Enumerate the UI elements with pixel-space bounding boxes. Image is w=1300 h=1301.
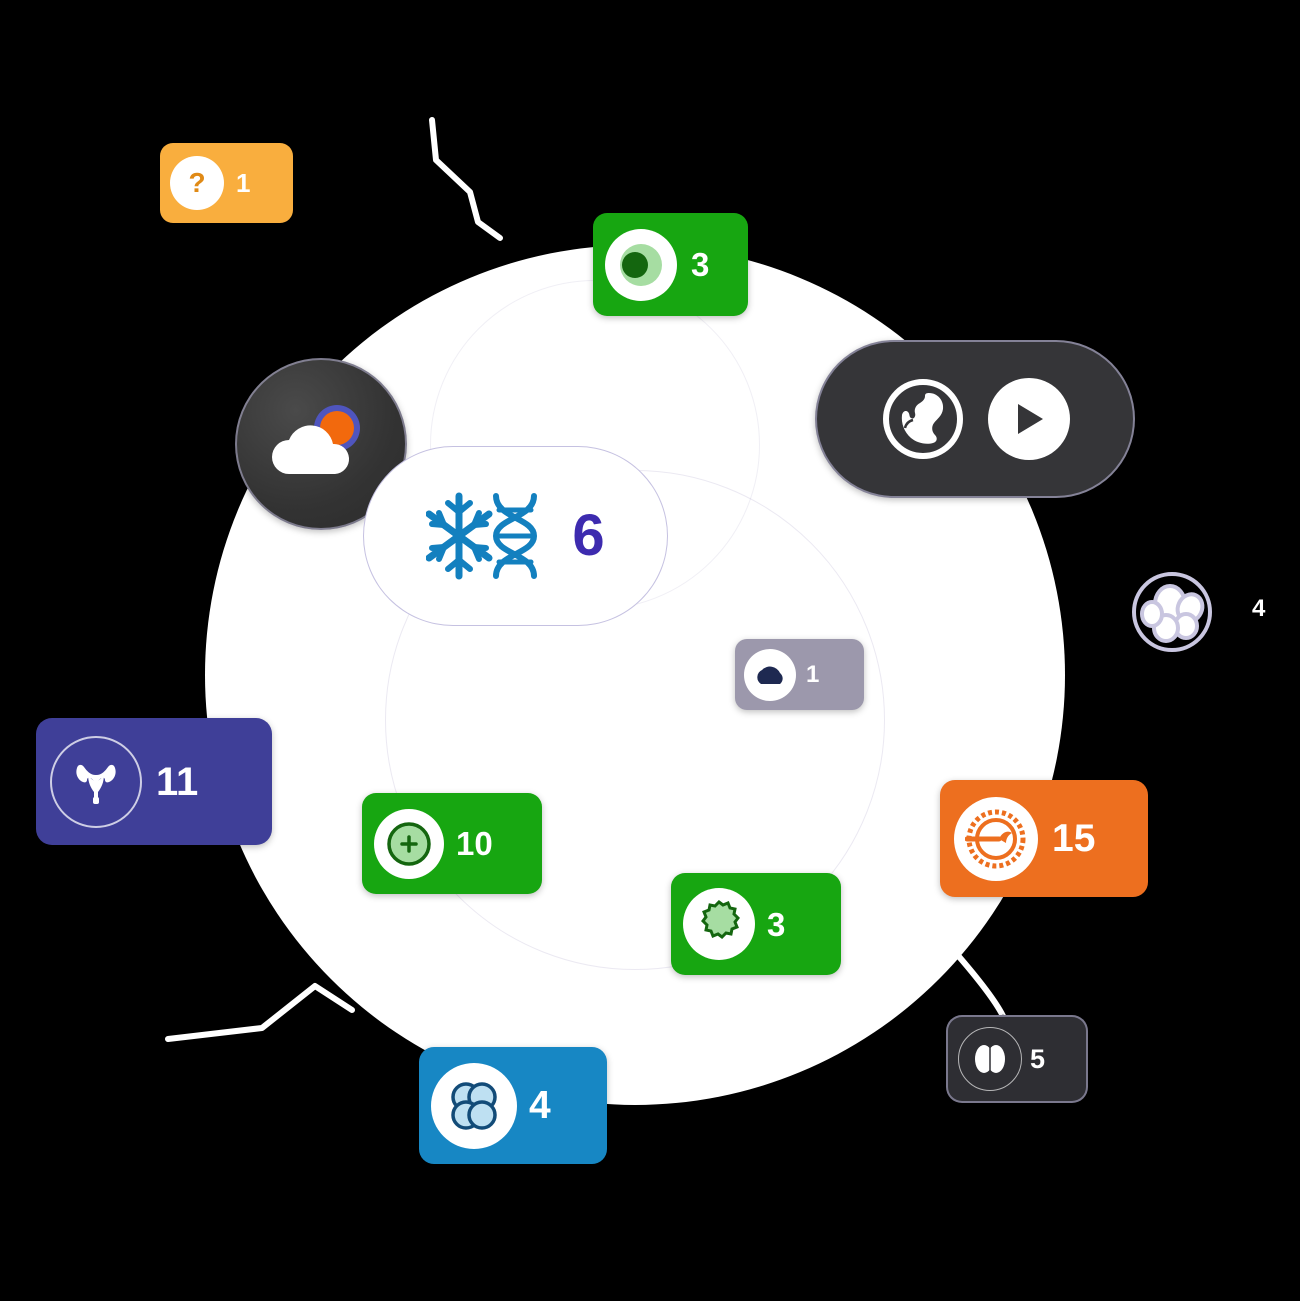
badge-icsi[interactable]: 15 [940,780,1148,897]
badge-unknown[interactable]: ? 1 [160,143,293,223]
badge-unknown-count: 1 [236,168,251,198]
badge-four-cell-count: 4 [529,1084,551,1127]
badge-morula[interactable]: 3 [671,873,841,975]
four-cell-embryo-icon [431,1062,517,1149]
badge-embryo-ghost[interactable] [1124,566,1220,658]
badge-oocyte-count: 3 [691,246,710,283]
fertilized-egg-icon [374,808,444,879]
badge-oocyte[interactable]: 3 [593,213,748,316]
badge-fertilized-egg[interactable]: 10 [362,793,542,894]
badge-two-cell-embryo[interactable]: 5 [946,1015,1088,1103]
badge-frozen-count: 6 [572,503,605,568]
badge-uterus[interactable]: 11 [36,718,272,845]
badge-cloud-count: 1 [806,660,820,688]
badge-fertilized-count: 10 [456,825,493,862]
question-mark-icon: ? [170,156,224,210]
morula-icon [683,888,755,960]
fetus-icon [880,376,966,462]
snowflake-dna-icon [426,490,544,582]
badge-embryo-ghost-count: 4 [1252,597,1266,621]
oocyte-icon [605,228,677,301]
badge-cloud[interactable]: 1 [735,639,864,710]
cloud-sun-icon [263,398,379,490]
cloud-icon [744,648,796,701]
badge-two-cell-count: 5 [1030,1043,1046,1074]
icsi-injection-icon [954,796,1038,881]
badge-icsi-count: 15 [1052,817,1096,860]
uterus-icon [50,735,142,828]
badge-morula-count: 3 [767,905,786,943]
two-cell-embryo-icon [958,1027,1022,1091]
badge-fetus-player[interactable] [815,340,1135,498]
morula-outline-icon [1126,568,1218,656]
badge-frozen-genetic[interactable]: 6 [363,446,668,626]
play-icon[interactable] [988,378,1070,460]
badge-cloud-sun[interactable] [235,358,407,530]
badge-uterus-count: 11 [156,759,199,804]
badge-four-cell-embryo[interactable]: 4 [419,1047,607,1164]
